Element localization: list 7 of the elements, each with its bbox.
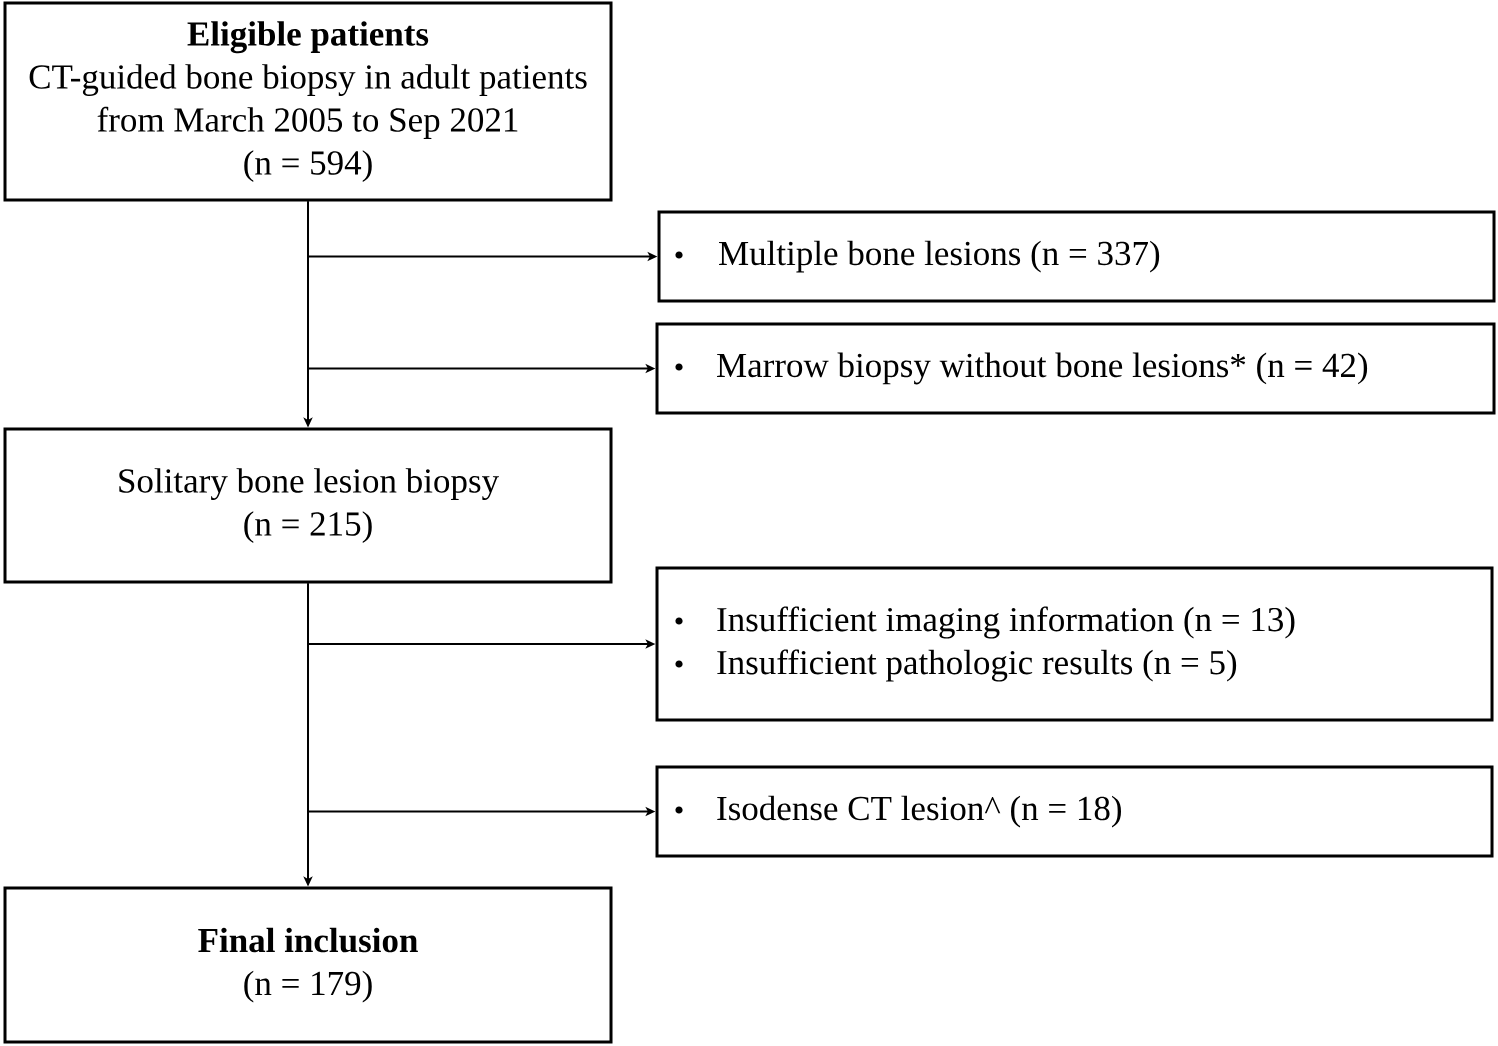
exclusion-box: Isodense CT lesion^ (n = 18) <box>655 765 1494 858</box>
exclusion-box: Insufficient imaging information (n = 13) Insufficient pathologic results (n = 5) <box>655 566 1494 722</box>
process-box: Final inclusion (n = 179) <box>3 886 613 1044</box>
process-box: Solitary bone lesion biopsy (n = 215) <box>3 427 613 584</box>
process-box: Eligible patients CT-guided bone biopsy in adult patients from March 2005 to Sep 2021 (n = 594) <box>3 1 613 202</box>
exclusion-box: Marrow biopsy without bone lesions* (n = 42) <box>655 322 1496 415</box>
exclusion-box: Multiple bone lesions (n = 337) <box>657 210 1496 303</box>
